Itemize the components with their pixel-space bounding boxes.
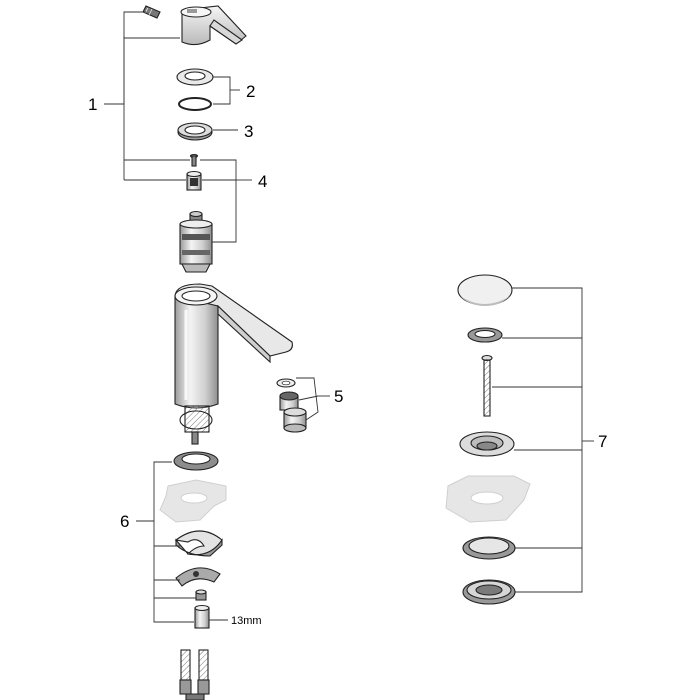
aerator-washer: [276, 378, 296, 388]
drain-rod: [481, 354, 493, 417]
lever-handle: [180, 5, 247, 46]
flexible-hoses: [179, 649, 210, 700]
horseshoe-washer: [174, 530, 223, 557]
clamping-plate: [175, 567, 221, 587]
faucet-body: [174, 283, 293, 409]
threaded-ring: [177, 122, 213, 141]
leader-lines: [104, 11, 594, 623]
cartridge: [179, 210, 213, 273]
callout-2: 2: [246, 82, 255, 101]
callout-7: 7: [598, 432, 607, 451]
cover-ring: [176, 68, 214, 86]
aerator-housing: [283, 407, 307, 433]
wrench-size-label: 13mm: [231, 615, 262, 627]
drain-seal: [467, 327, 503, 343]
cartridge-screw: [189, 153, 199, 167]
cartridge-adapter: [186, 170, 202, 191]
hex-nut: [194, 604, 210, 629]
drain-body: [462, 579, 516, 605]
base-thread: [179, 405, 213, 445]
callout-1: 1: [88, 95, 97, 114]
seal-ring: [173, 451, 219, 471]
drain-gasket: [462, 536, 516, 560]
fixing-nut: [195, 589, 207, 601]
drain-flange: [459, 431, 515, 457]
drain-cap: [457, 274, 513, 306]
callout-3: 3: [244, 122, 253, 141]
callout-5: 5: [334, 387, 343, 406]
aerator-insert: [279, 391, 299, 411]
countertop-section: [445, 475, 531, 523]
countertop-section: [159, 479, 227, 523]
callout-6: 6: [120, 512, 129, 531]
callout-4: 4: [258, 172, 267, 191]
o-ring: [178, 97, 212, 111]
grub-screw: [142, 5, 161, 19]
